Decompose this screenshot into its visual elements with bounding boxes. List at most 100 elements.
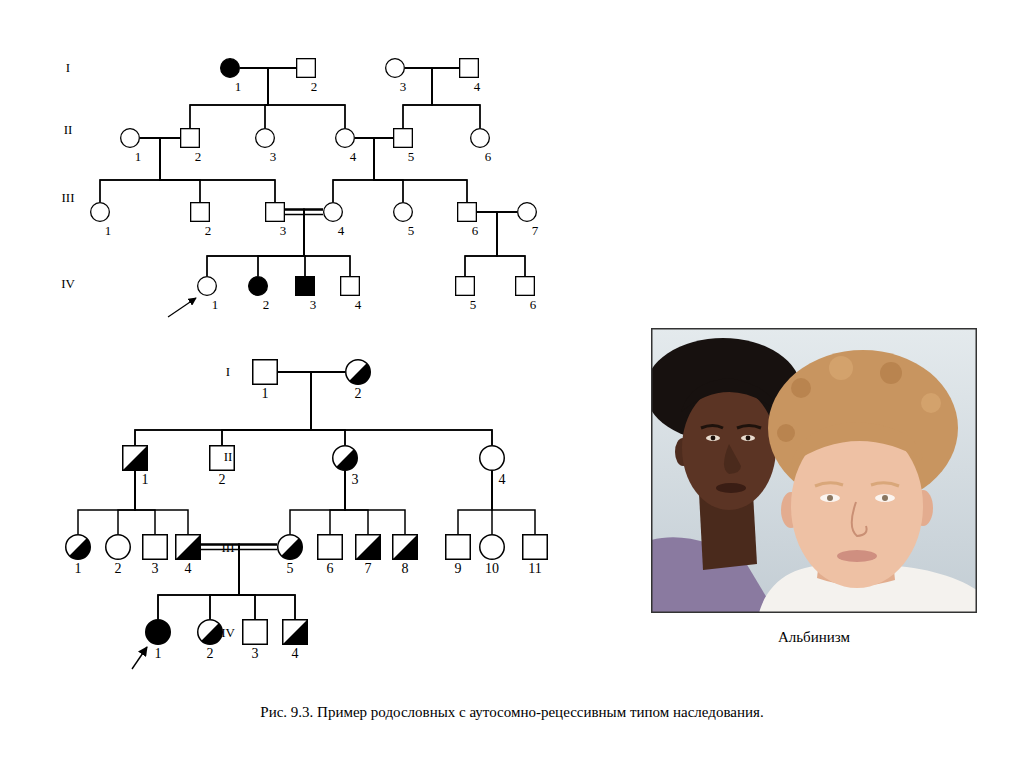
individual-number: 3 [270,150,277,163]
female-symbol: 2 [105,534,131,560]
female-symbol: 4 [323,202,343,222]
descent-line [240,68,268,128]
individual-number: 9 [455,562,462,576]
descent-line [333,138,374,202]
individual-number: 1 [262,387,269,401]
individual-number: 4 [499,473,506,487]
symbol-outline [190,202,210,222]
descent-line [190,68,296,128]
symbol-outline [479,445,505,471]
female-symbol: 5 [393,202,413,222]
individual-number: 6 [472,224,479,237]
descent-line [304,210,323,277]
generation-numeral: III [62,191,75,205]
individual-number: 2 [207,647,214,661]
symbol-outline [385,58,405,78]
affected-male-symbol: 3 [295,276,315,296]
carrier-male-symbol: 8 [392,534,418,560]
symbol-outline [65,534,91,560]
individual-number: 1 [135,150,142,163]
individual-number: 5 [470,298,477,311]
descent-line [240,68,345,128]
individual-number: 3 [310,298,317,311]
descent-line [345,471,368,534]
individual-number: 2 [219,473,226,487]
symbol-outline [393,128,413,148]
descent-line [333,138,393,202]
symbol-outline [457,202,477,222]
female-symbol: 1 [90,202,110,222]
individual-number: 4 [350,150,357,163]
individual-number: 6 [485,150,492,163]
descent-line [497,212,525,276]
individual-number: 4 [292,647,299,661]
individual-number: 2 [115,562,122,576]
descent-line [100,138,180,202]
descent-line [118,471,135,534]
male-symbol: 6 [317,534,343,560]
individual-number: 1 [75,562,82,576]
carrier-male-symbol: 4 [282,619,308,645]
symbol-outline [282,619,308,645]
albinism-photo [651,328,977,613]
symbol-outline [197,276,217,296]
symbol-outline [345,359,371,385]
individual-number: 1 [235,80,242,93]
male-symbol: 2 [190,202,210,222]
male-symbol: 5 [455,276,475,296]
symbol-outline [120,128,140,148]
symbol-outline [515,276,535,296]
descent-line [135,372,311,445]
descent-line [78,471,135,534]
female-symbol: 4 [335,128,355,148]
female-symbol: 4 [479,445,505,471]
symbol-outline [393,202,413,222]
generation-numeral: II [224,450,233,464]
carrier-female-symbol: 5 [277,534,303,560]
descent-line [330,471,345,534]
figure-caption: Рис. 9.3. Пример родословных с аутосомно… [260,704,763,721]
individual-number: 5 [408,224,415,237]
individual-number: 4 [355,298,362,311]
generation-numeral: I [66,61,70,75]
symbol-outline [277,534,303,560]
male-symbol: 3 [242,619,268,645]
symbol-outline [323,202,343,222]
generation-numeral: IV [221,626,235,640]
symbol-outline [355,534,381,560]
descent-line [285,210,350,277]
symbol-outline [332,445,358,471]
individual-number: 6 [327,562,334,576]
descent-line [311,372,345,445]
symbol-outline [455,276,475,296]
descent-line [135,372,345,445]
individual-number: 10 [485,562,499,576]
generation-numeral: II [64,123,73,137]
descent-line [265,68,296,128]
individual-number: 3 [252,647,259,661]
symbol-outline [517,202,537,222]
symbol-outline [296,58,316,78]
symbol-outline [122,445,148,471]
affected-female-symbol: 1 [145,619,171,645]
female-symbol: 10 [479,534,505,560]
carrier-male-symbol: 4 [175,534,201,560]
symbol-outline [522,534,548,560]
descent-line [290,471,345,534]
individual-number: 8 [402,562,409,576]
male-symbol: 4 [459,58,479,78]
descent-line [403,68,432,128]
affected-female-symbol: 2 [248,276,268,296]
carrier-male-symbol: 7 [355,534,381,560]
symbol-outline [392,534,418,560]
descent-line [477,212,525,276]
symbol-outline [459,58,479,78]
descent-line [403,68,459,128]
symbol-outline [265,202,285,222]
generation-numeral: III [222,541,235,555]
symbol-outline [252,359,278,385]
symbol-outline [90,202,110,222]
symbol-outline [180,128,200,148]
male-symbol: 9 [445,534,471,560]
female-symbol: 3 [385,58,405,78]
